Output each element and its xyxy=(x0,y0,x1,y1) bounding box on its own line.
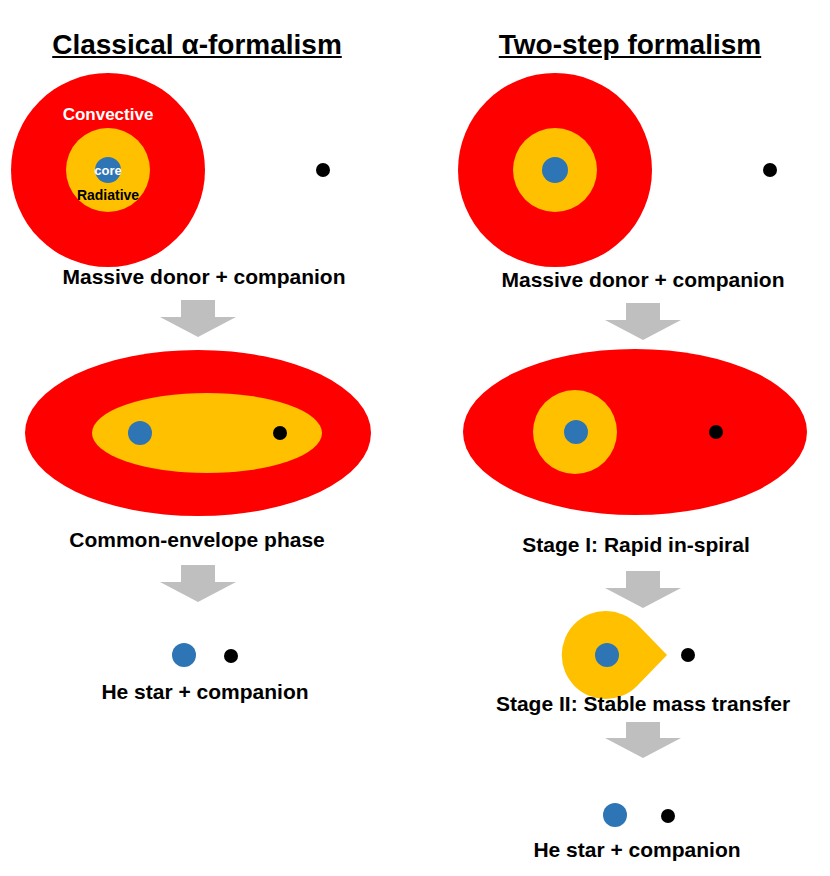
radiative-layer xyxy=(533,390,617,474)
down-arrow xyxy=(605,722,681,758)
stage-caption: Stage II: Stable mass transfer xyxy=(496,692,790,716)
region-label: core xyxy=(94,163,121,178)
region-label: Radiative xyxy=(77,187,139,203)
donor-core xyxy=(128,421,152,445)
common-envelope xyxy=(463,349,807,515)
radiative-layer xyxy=(92,393,322,473)
companion-dot xyxy=(681,648,695,662)
companion-dot xyxy=(763,163,777,177)
companion-dot xyxy=(273,426,287,440)
stage-caption: Massive donor + companion xyxy=(502,268,785,292)
convective-envelope: ConvectiveRadiative core xyxy=(11,73,205,267)
donor-core xyxy=(542,157,568,183)
down-arrow xyxy=(605,303,681,340)
companion-dot xyxy=(709,425,723,439)
region-label: Convective xyxy=(63,105,154,125)
column-title: Classical α-formalism xyxy=(52,29,342,61)
down-arrow xyxy=(160,565,236,602)
companion-dot xyxy=(224,649,238,663)
he-star xyxy=(603,803,627,827)
down-arrow xyxy=(605,571,681,608)
stage-caption: Common-envelope phase xyxy=(69,528,325,552)
stage-caption: Stage I: Rapid in-spiral xyxy=(522,533,750,557)
column-title: Two-step formalism xyxy=(499,29,761,61)
radiative-layer: Radiative core xyxy=(66,128,150,212)
he-star xyxy=(172,643,196,667)
stage-caption: He star + companion xyxy=(533,838,740,862)
common-envelope xyxy=(25,350,371,516)
companion-dot xyxy=(661,809,675,823)
donor-core xyxy=(564,420,588,444)
stage-caption: He star + companion xyxy=(101,680,308,704)
companion-dot xyxy=(316,163,330,177)
radiative-layer xyxy=(513,128,597,212)
convective-envelope xyxy=(458,73,652,267)
down-arrow xyxy=(160,300,236,337)
roche-lobe-donor xyxy=(562,611,667,699)
donor-core: core xyxy=(95,157,121,183)
stage-caption: Massive donor + companion xyxy=(63,265,346,289)
donor-core xyxy=(595,643,619,667)
